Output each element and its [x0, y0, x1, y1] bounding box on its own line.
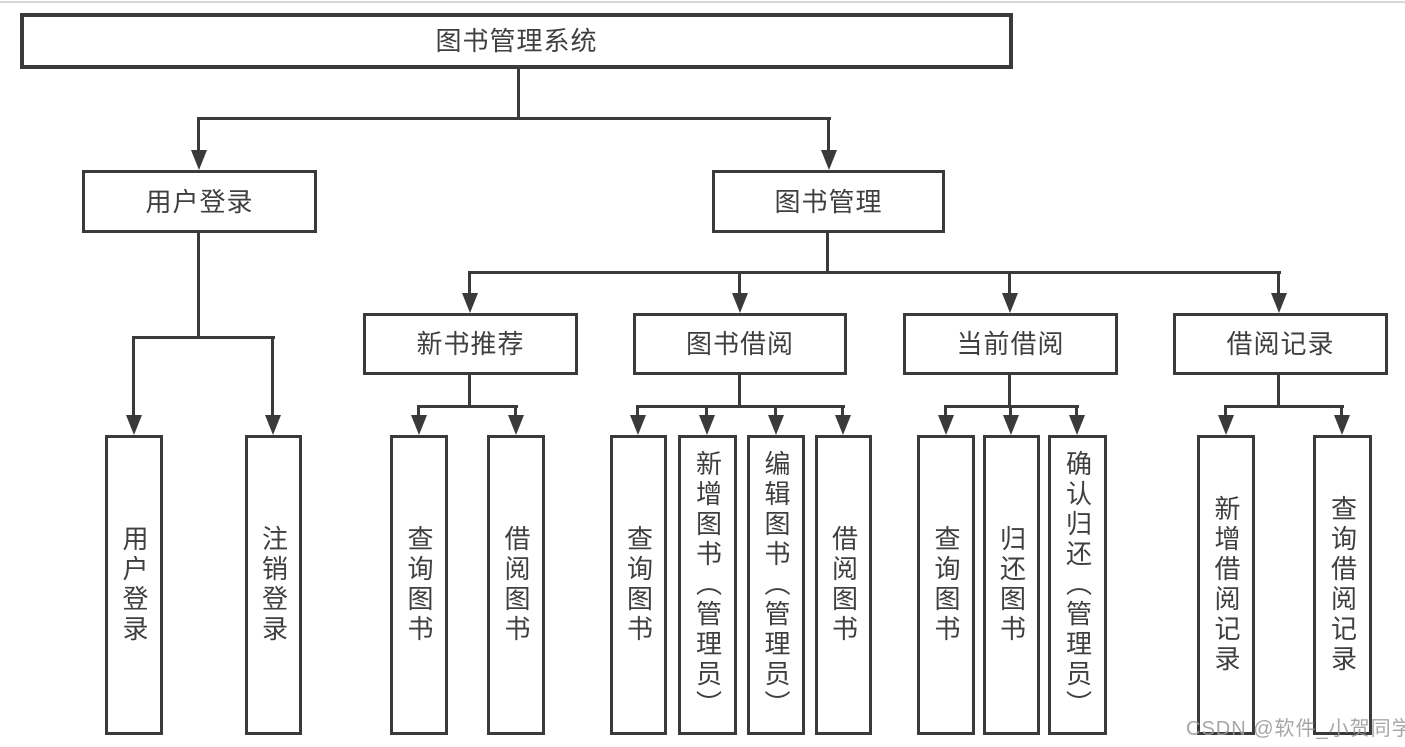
- leaf-label: 查询图书: [404, 525, 434, 645]
- leaf-label: 新增借阅记录: [1211, 495, 1241, 675]
- node-label: 图书管理: [774, 186, 883, 217]
- arrow-down-icon: [411, 415, 427, 435]
- connector-line: [271, 337, 274, 416]
- arrow-down-icon: [508, 415, 524, 435]
- connector-line: [1340, 406, 1343, 416]
- connector-line: [514, 406, 517, 416]
- leaf-edit-book-admin: 编辑图书（管理员）: [747, 435, 805, 735]
- connector-line: [774, 406, 777, 416]
- connector-line: [1008, 272, 1011, 294]
- arrow-down-icon: [835, 415, 851, 435]
- leaf-label: 用户登录: [119, 525, 149, 645]
- connector-line: [197, 117, 831, 120]
- connector-line: [417, 406, 420, 416]
- connector-line: [705, 406, 708, 416]
- connector-line: [417, 405, 518, 408]
- connector-line: [132, 336, 275, 339]
- node-label: 当前借阅: [956, 329, 1065, 359]
- connector-line: [841, 406, 844, 416]
- leaf-add-borrow-record: 新增借阅记录: [1197, 435, 1255, 735]
- leaf-label: 查询图书: [623, 525, 654, 645]
- arrow-down-icon: [699, 415, 715, 435]
- node-label: 借阅记录: [1226, 329, 1335, 359]
- leaf-confirm-return-admin: 确认归还（管理员）: [1048, 435, 1107, 735]
- connector-line: [944, 406, 947, 416]
- arrow-down-icon: [1069, 415, 1085, 435]
- leaf-return-book: 归还图书: [983, 435, 1040, 735]
- node-borrowing-records: 借阅记录: [1173, 313, 1388, 375]
- connector-line: [636, 405, 845, 408]
- node-label: 用户登录: [145, 186, 254, 217]
- connector-line: [738, 272, 741, 294]
- connector-line: [738, 375, 741, 407]
- connector-line: [1008, 375, 1011, 407]
- node-user-login: 用户登录: [82, 170, 317, 233]
- page-top-border-line: [0, 1, 1405, 3]
- arrow-down-icon: [630, 415, 646, 435]
- arrow-down-icon: [126, 415, 142, 435]
- connector-line: [197, 118, 200, 151]
- leaf-user-login: 用户登录: [105, 435, 163, 735]
- connector-line: [1009, 406, 1012, 416]
- arrow-down-icon: [1218, 415, 1234, 435]
- connector-line: [1224, 405, 1344, 408]
- leaf-query-books-recommend: 查询图书: [390, 435, 448, 735]
- connector-line: [468, 375, 471, 407]
- arrow-down-icon: [732, 293, 748, 313]
- connector-line: [1277, 375, 1280, 407]
- arrow-down-icon: [768, 415, 784, 435]
- connector-line: [1075, 406, 1078, 416]
- connector-line: [517, 69, 520, 119]
- arrow-down-icon: [191, 150, 207, 170]
- connector-line: [132, 337, 135, 416]
- leaf-label: 查询图书: [931, 525, 961, 645]
- leaf-label: 借阅图书: [828, 525, 859, 645]
- leaf-query-books-borrow: 查询图书: [610, 435, 667, 735]
- leaf-label: 新增图书（管理员）: [692, 450, 723, 720]
- leaf-label: 归还图书: [996, 525, 1027, 645]
- arrow-down-icon: [821, 150, 837, 170]
- arrow-down-icon: [938, 415, 954, 435]
- connector-line: [468, 271, 1281, 274]
- leaf-query-borrow-record: 查询借阅记录: [1313, 435, 1372, 735]
- leaf-add-book-admin: 新增图书（管理员）: [678, 435, 737, 735]
- leaf-logout: 注销登录: [245, 435, 302, 735]
- connector-line: [827, 118, 830, 151]
- leaf-label: 借阅图书: [501, 525, 531, 645]
- arrow-down-icon: [462, 293, 478, 313]
- connector-line: [1277, 272, 1280, 294]
- arrow-down-icon: [1271, 293, 1287, 313]
- node-new-book-recommendation: 新书推荐: [363, 313, 578, 375]
- arrow-down-icon: [1002, 293, 1018, 313]
- leaf-query-books-current: 查询图书: [917, 435, 975, 735]
- leaf-label: 确认归还（管理员）: [1062, 450, 1093, 720]
- node-label: 图书管理系统: [435, 26, 598, 56]
- leaf-label: 查询借阅记录: [1327, 495, 1358, 675]
- node-current-borrowing: 当前借阅: [903, 313, 1118, 375]
- leaf-borrow-books: 借阅图书: [815, 435, 872, 735]
- connector-line: [197, 233, 200, 338]
- watermark-text: CSDN @软件_小贺同学: [1186, 718, 1405, 740]
- leaf-borrow-books-recommend: 借阅图书: [487, 435, 545, 735]
- arrow-down-icon: [1003, 415, 1019, 435]
- connector-line: [1224, 406, 1227, 416]
- arrow-down-icon: [1334, 415, 1350, 435]
- node-label: 新书推荐: [416, 329, 525, 359]
- leaf-label: 编辑图书（管理员）: [761, 450, 791, 720]
- node-book-management: 图书管理: [712, 170, 945, 233]
- leaf-label: 注销登录: [258, 525, 289, 645]
- node-label: 图书借阅: [685, 329, 794, 359]
- node-book-borrowing: 图书借阅: [633, 313, 847, 375]
- arrow-down-icon: [265, 415, 281, 435]
- connector-line: [636, 406, 639, 416]
- connector-line: [826, 233, 829, 273]
- connector-line: [468, 272, 471, 294]
- node-library-system: 图书管理系统: [20, 13, 1013, 69]
